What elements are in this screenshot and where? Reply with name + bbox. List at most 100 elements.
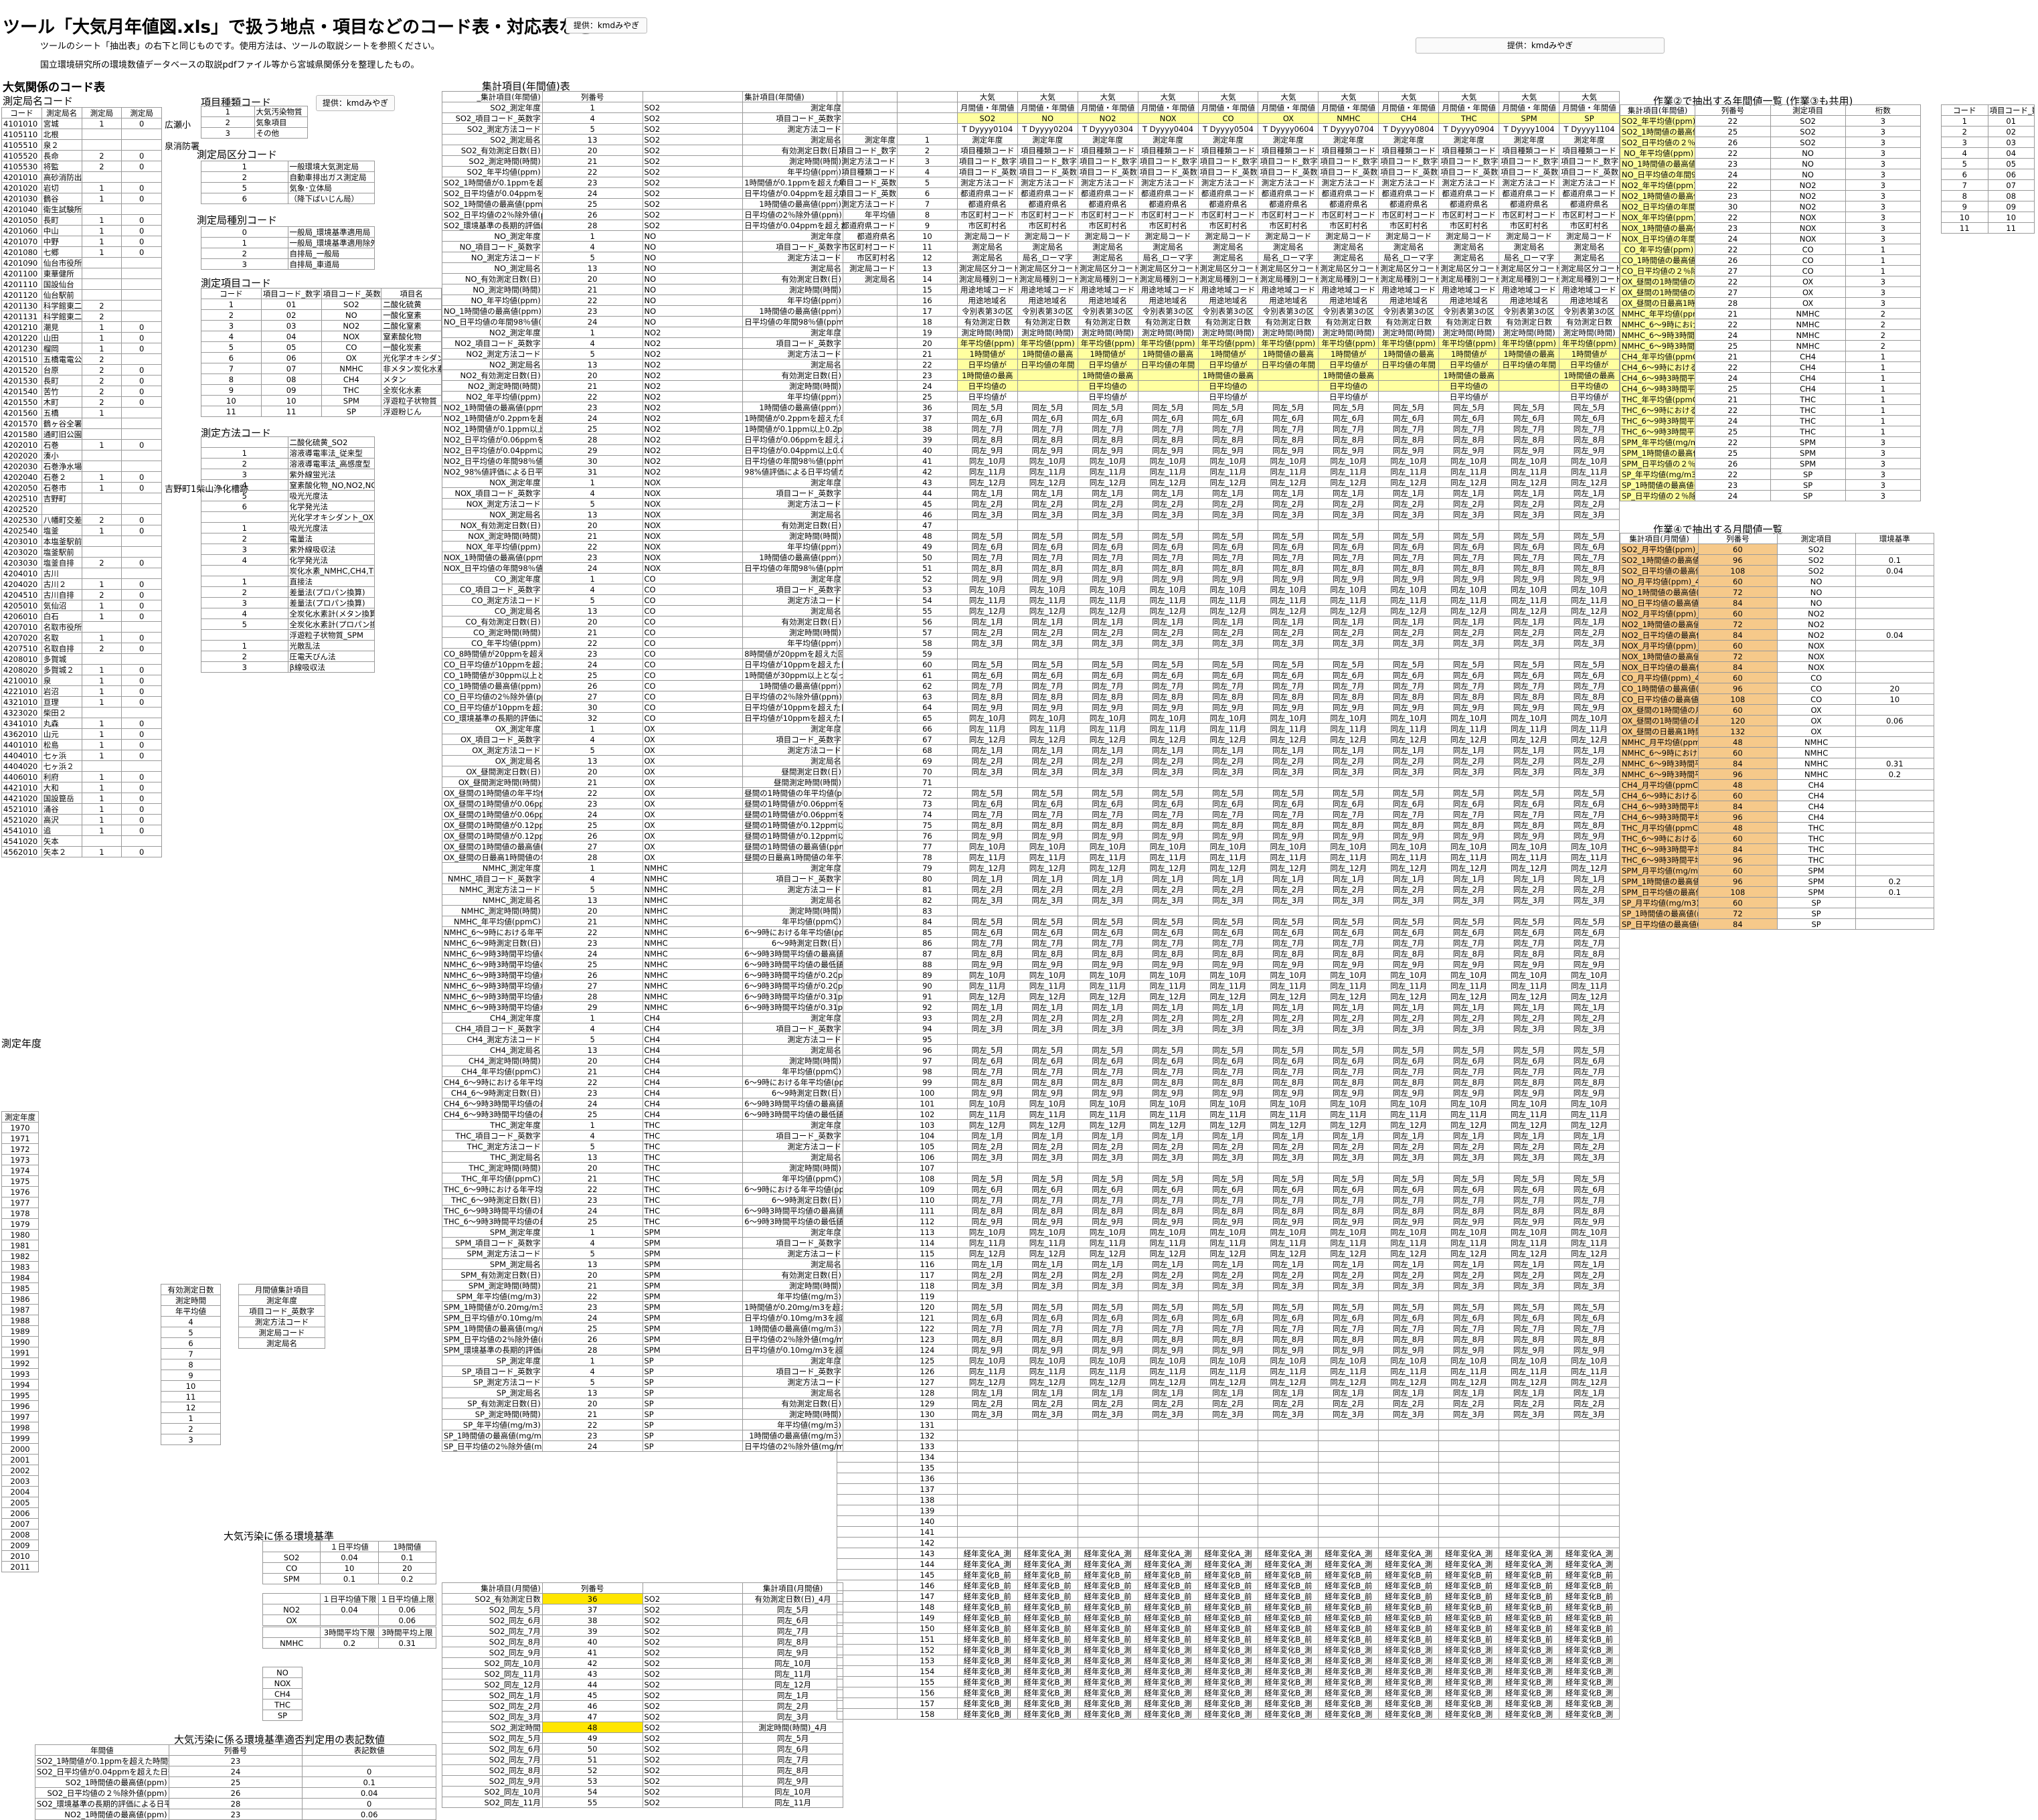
grid-cell[interactable]: 測定局コード	[1318, 230, 1379, 242]
table-cell[interactable]: 5	[541, 594, 643, 606]
table-cell[interactable]: 4	[1941, 147, 1988, 159]
table-cell[interactable]: SO2_日平均値の２％除外値(ppm)	[1619, 137, 1696, 148]
grid-cell[interactable]: 測定局名	[1559, 241, 1620, 252]
grid-cell[interactable]	[1378, 1505, 1440, 1516]
grid-cell[interactable]	[1077, 776, 1138, 788]
grid-cell[interactable]: 経年変化B_測	[1318, 1665, 1379, 1677]
table-cell[interactable]: 2	[201, 309, 262, 321]
grid-cell[interactable]: 経年変化B_前	[1438, 1580, 1500, 1591]
table-cell[interactable]	[1855, 597, 1935, 608]
grid-cell[interactable]: 48	[896, 530, 958, 542]
table-cell[interactable]: 24	[541, 316, 643, 327]
grid-cell[interactable]: 99	[896, 1076, 958, 1088]
table-cell[interactable]: 22	[541, 166, 643, 177]
table-cell[interactable]: 32	[541, 712, 643, 724]
grid-cell[interactable]: 同左_3月	[1378, 1023, 1440, 1034]
table-cell[interactable]: SPM	[642, 1291, 744, 1302]
grid-cell[interactable]: T Dyyyy0204	[1017, 123, 1078, 135]
table-cell[interactable]: 測定方法コード	[742, 498, 843, 509]
grid-cell[interactable]: 同左_9月	[1559, 1087, 1620, 1098]
grid-cell[interactable]: 同左_12月	[1318, 991, 1379, 1002]
grid-cell[interactable]: 同左_10月	[1197, 455, 1259, 467]
grid-cell[interactable]: 同左_12月	[1438, 477, 1500, 488]
grid-cell[interactable]: 日平均値が	[1559, 391, 1620, 402]
grid-cell[interactable]: 同左_7月	[1258, 937, 1319, 948]
table-cell[interactable]: 項目コード_英数字	[742, 873, 843, 884]
table-cell[interactable]: SO2_年平均値(ppm)	[1619, 115, 1696, 127]
grid-cell[interactable]	[1378, 1462, 1440, 1473]
table-cell[interactable]: 矢本２	[41, 846, 82, 857]
table-cell[interactable]: 紫外線吸収法	[287, 544, 375, 555]
table-cell[interactable]: 4202030	[1, 461, 42, 472]
grid-cell[interactable]: 測定方法コード	[1318, 177, 1379, 188]
grid-cell[interactable]: 同左_2月	[1197, 1012, 1259, 1023]
table-cell[interactable]: 0	[121, 825, 162, 836]
grid-cell[interactable]: 同左_11月	[1499, 980, 1560, 991]
table-cell[interactable]: 1	[541, 1226, 643, 1238]
grid-cell[interactable]: 経年変化B_前	[1137, 1633, 1199, 1645]
table-cell[interactable]: 22	[541, 295, 643, 306]
grid-cell[interactable]: 同左_9月	[1318, 444, 1379, 456]
grid-cell[interactable]: 同左_1月	[1077, 873, 1138, 884]
grid-cell[interactable]: 同左_11月	[1438, 851, 1500, 863]
grid-cell[interactable]: 同左_12月	[1017, 477, 1078, 488]
grid-cell[interactable]: 経年変化B_前	[1017, 1623, 1078, 1634]
grid-cell[interactable]	[837, 284, 898, 295]
grid-cell[interactable]: 同左_9月	[956, 1344, 1018, 1355]
grid-cell[interactable]: 同左_8月	[1499, 1205, 1560, 1216]
table-cell[interactable]: 昼間の1時間値が0.06ppmを超えた日数(日)	[742, 798, 843, 809]
grid-cell[interactable]: 経年変化B_前	[1378, 1633, 1440, 1645]
table-cell[interactable]: NOX	[1770, 222, 1846, 234]
table-cell[interactable]: NO	[1776, 586, 1856, 598]
grid-cell[interactable]: 同左_2月	[1318, 1269, 1379, 1280]
table-cell[interactable]: 測定方法コード	[742, 123, 843, 135]
table-cell[interactable]: CH4	[642, 1055, 744, 1066]
grid-cell[interactable]	[837, 659, 898, 670]
grid-cell[interactable]: 経年変化B_前	[1258, 1612, 1319, 1623]
grid-cell[interactable]: 156	[896, 1687, 958, 1698]
grid-cell[interactable]: 日平均値が	[1197, 359, 1259, 370]
column-header[interactable]: 測定年度	[1, 1111, 39, 1123]
table-cell[interactable]: 20	[541, 369, 643, 381]
table-cell[interactable]: 0	[121, 739, 162, 750]
grid-cell[interactable]: 同左_2月	[1559, 627, 1620, 638]
grid-cell[interactable]	[1438, 1494, 1500, 1505]
grid-cell[interactable]: 同左_7月	[1077, 1194, 1138, 1206]
grid-cell[interactable]: 大気	[1258, 91, 1319, 102]
grid-cell[interactable]: 同左_5月	[1318, 787, 1379, 799]
grid-cell[interactable]	[1258, 1291, 1319, 1302]
grid-cell[interactable]: 測定局区分コード	[1017, 262, 1078, 274]
grid-cell[interactable]: 同左_11月	[1137, 1108, 1199, 1120]
grid-cell[interactable]: CH4	[1378, 112, 1440, 124]
grid-cell[interactable]: 9	[896, 220, 958, 231]
grid-cell[interactable]	[1017, 1473, 1078, 1484]
grid-cell[interactable]: 同左_5月	[1258, 659, 1319, 670]
grid-cell[interactable]: 同左_3月	[1077, 1151, 1138, 1163]
grid-cell[interactable]: 18	[896, 316, 958, 327]
table-cell[interactable]: 項目コード_英数字	[742, 584, 843, 595]
grid-cell[interactable]: 同左_8月	[1017, 1076, 1078, 1088]
grid-cell[interactable]	[837, 1676, 898, 1687]
grid-cell[interactable]: 同左_10月	[1559, 712, 1620, 724]
grid-cell[interactable]	[1197, 1515, 1259, 1527]
grid-cell[interactable]	[837, 1451, 898, 1463]
grid-cell[interactable]: 同左_3月	[1499, 1023, 1560, 1034]
table-cell[interactable]: NOX_日平均値の最高値(ppm)_4月	[1619, 661, 1699, 673]
table-cell[interactable]: 1	[81, 343, 122, 354]
grid-cell[interactable]: 63	[896, 691, 958, 702]
grid-cell[interactable]: 同左_12月	[1197, 1119, 1259, 1131]
table-cell[interactable]: NMHC_6～9時における年平均値(ppmC)	[442, 926, 543, 938]
table-cell[interactable]	[1855, 704, 1935, 716]
grid-cell[interactable]	[837, 477, 898, 488]
table-cell[interactable]: 01	[1987, 115, 2035, 127]
grid-cell[interactable]: 経年変化B_測	[1017, 1708, 1078, 1720]
table-cell[interactable]: SO2	[642, 134, 744, 145]
table-cell[interactable]: 0	[121, 675, 162, 686]
grid-cell[interactable]: 同左_3月	[1017, 1151, 1078, 1163]
table-cell[interactable]: 1994	[1, 1379, 39, 1390]
column-header[interactable]: 項目コード_数字	[260, 288, 322, 299]
table-cell[interactable]: 年平均値(ppm)	[742, 166, 843, 177]
grid-cell[interactable]: 同左_2月	[956, 627, 1018, 638]
grid-cell[interactable]	[1137, 1419, 1199, 1430]
grid-cell[interactable]: 経年変化B_測	[1017, 1655, 1078, 1666]
